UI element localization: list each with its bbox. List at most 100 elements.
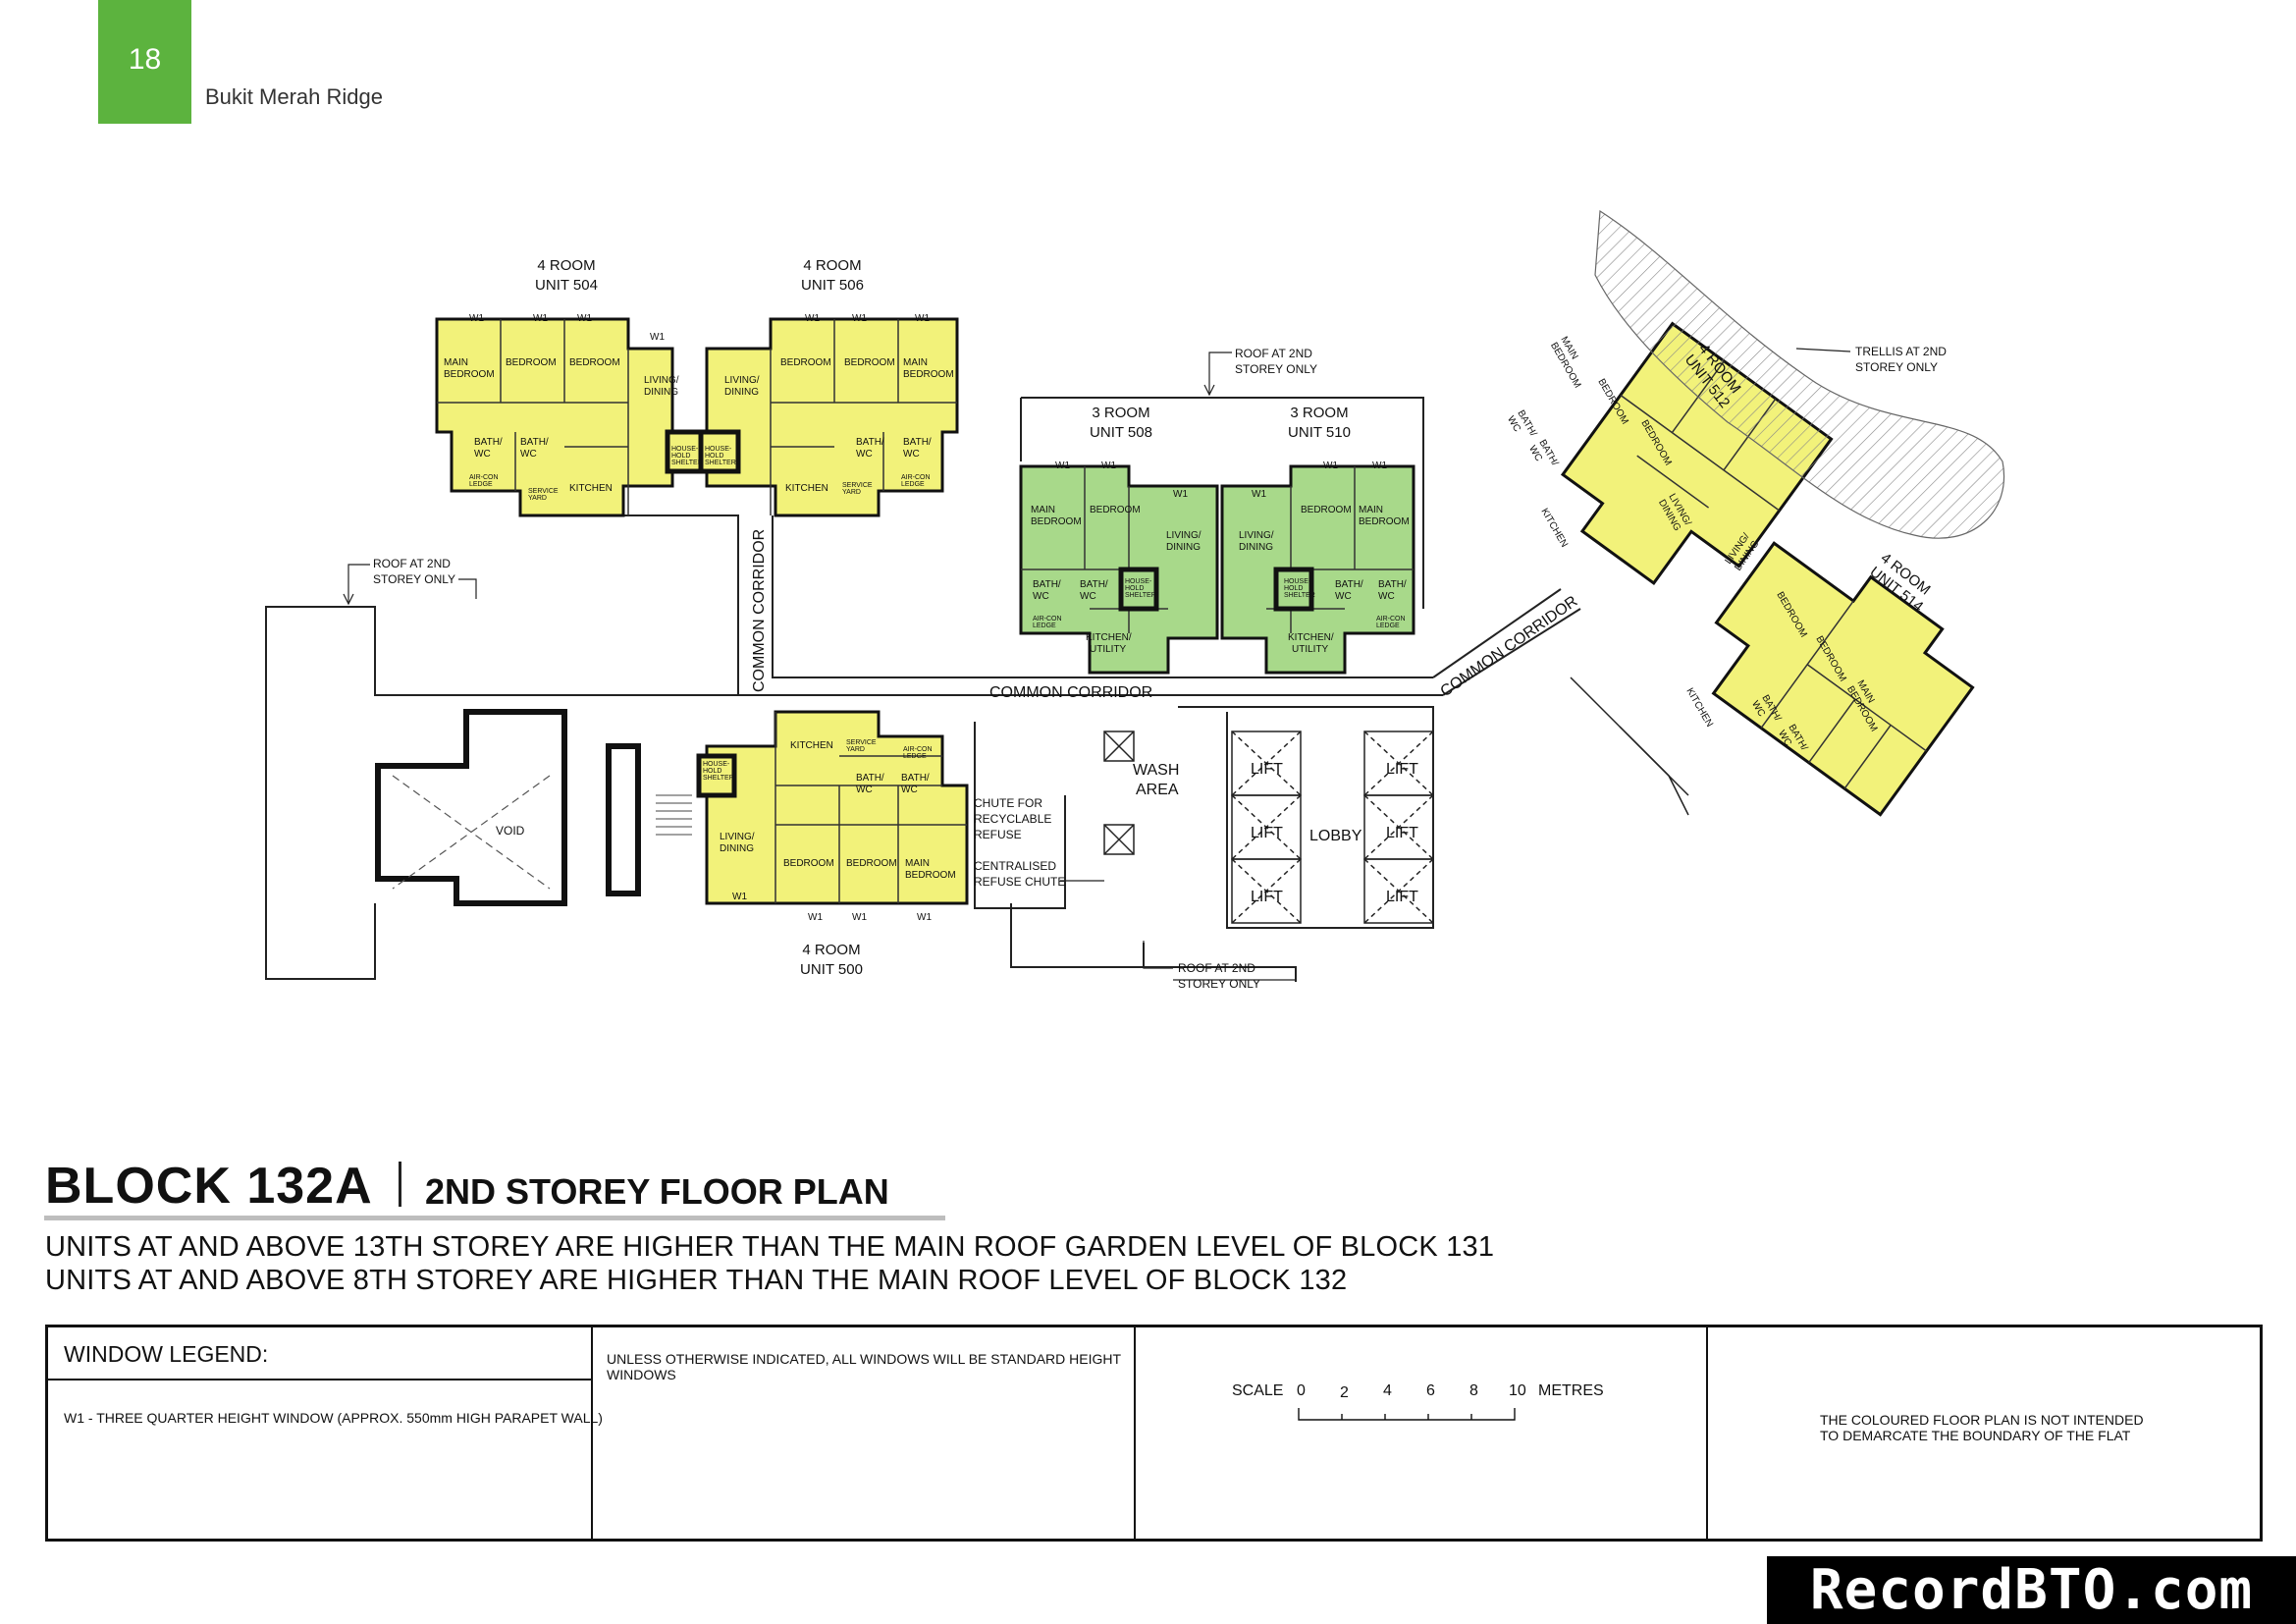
common-corridor-label: COMMON CORRIDOR <box>989 684 1152 701</box>
aircon-ledge-2: LEDGE <box>1376 623 1400 629</box>
unit-504 <box>435 317 674 517</box>
room-living: LIVING/ <box>720 832 755 842</box>
scale-bar <box>1298 1408 1516 1421</box>
aircon-ledge: AIR-CON <box>1033 616 1062 623</box>
room-main-bedroom-2: BEDROOM <box>444 369 495 380</box>
room-bath: BATH/ <box>903 437 932 448</box>
room-bath: BATH/ <box>520 437 549 448</box>
lift-label: LIFT <box>1251 825 1283 841</box>
unit-500-type: 4 ROOM <box>802 942 860 958</box>
room-bath: BATH/ <box>856 437 884 448</box>
room-kitchen-utility-2: UTILITY <box>1292 644 1329 655</box>
window-tag: W1 <box>469 313 484 324</box>
refuse-chute-note: CENTRALISED <box>974 859 1056 873</box>
room-living-2: DINING <box>1239 542 1273 553</box>
unit-510 <box>1220 464 1415 675</box>
household-shelter-2: HOLD <box>703 768 721 775</box>
scale-tick: 8 <box>1469 1382 1478 1399</box>
room-bath-2: WC <box>474 449 491 460</box>
legend-cell-scale: SCALE 0 2 4 6 8 10 METRES <box>1134 1327 1706 1539</box>
building-outline <box>265 397 1581 982</box>
void-area: VOID <box>375 709 692 906</box>
aircon-ledge-2: LEDGE <box>469 481 493 488</box>
room-living: LIVING/ <box>1239 530 1274 541</box>
window-tag: W1 <box>1055 460 1070 471</box>
lift-label: LIFT <box>1251 761 1283 778</box>
scale-tick: 6 <box>1426 1382 1435 1399</box>
room-living-2: DINING <box>720 843 754 854</box>
unit-508 <box>1019 464 1219 675</box>
room-kitchen: KITCHEN <box>1538 507 1569 550</box>
roof-note-2: STOREY ONLY <box>1178 977 1260 991</box>
room-bath: BATH/ <box>1033 579 1061 590</box>
roof-note-2: STOREY ONLY <box>373 572 455 586</box>
unit-500-number: UNIT 500 <box>800 961 863 978</box>
room-kitchen: KITCHEN <box>569 483 613 494</box>
room-bath: BATH/ <box>856 773 884 784</box>
household-shelter-3: SHELTER <box>671 460 703 466</box>
unit-508-type: 3 ROOM <box>1092 405 1149 421</box>
roof-note: ROOF AT 2ND <box>1178 961 1255 975</box>
room-kitchen: KITCHEN <box>1683 686 1714 730</box>
room-kitchen-utility: KITCHEN/ <box>1086 632 1132 643</box>
household-shelter-3: SHELTER <box>705 460 736 466</box>
room-bath: BATH/ <box>1378 579 1407 590</box>
storey-note: UNITS AT AND ABOVE 8TH STOREY ARE HIGHER… <box>45 1265 1348 1296</box>
legend-cell-standard: UNLESS OTHERWISE INDICATED, ALL WINDOWS … <box>591 1327 1134 1539</box>
service-yard-2: YARD <box>528 495 547 502</box>
chute-recycle-note-2: RECYCLABLE <box>974 812 1051 826</box>
room-living-2: DINING <box>724 387 759 398</box>
window-tag: W1 <box>533 313 548 324</box>
room-bath-2: WC <box>856 449 873 460</box>
legend-divider <box>48 1379 591 1380</box>
unit-506 <box>665 317 959 517</box>
room-bath: BATH/ <box>1080 579 1108 590</box>
room-living-2: DINING <box>1166 542 1201 553</box>
aircon-ledge: AIR-CON <box>901 474 931 481</box>
disclaimer-line: TO DEMARCATE THE BOUNDARY OF THE FLAT <box>1820 1428 2131 1443</box>
lift-label: LIFT <box>1386 825 1418 841</box>
unit-504-type: 4 ROOM <box>537 257 595 274</box>
scale-tick: 10 <box>1509 1382 1526 1399</box>
room-bath-2: WC <box>903 449 920 460</box>
room-bedroom: BEDROOM <box>846 858 897 869</box>
household-shelter-3: SHELTER <box>1125 592 1156 599</box>
storey-title: 2ND STOREY FLOOR PLAN <box>425 1171 889 1212</box>
room-bath-2: WC <box>1033 591 1049 602</box>
chute-recycle-note-3: REFUSE <box>974 828 1022 841</box>
aircon-ledge: AIR-CON <box>469 474 499 481</box>
room-bedroom: BEDROOM <box>569 357 620 368</box>
room-main-bedroom-2: BEDROOM <box>1031 516 1082 527</box>
unit-504-number: UNIT 504 <box>535 277 598 294</box>
window-tag: W1 <box>1101 460 1116 471</box>
household-shelter-2: HOLD <box>1284 585 1303 592</box>
room-bath-2: WC <box>856 785 873 795</box>
lobby-label: LOBBY <box>1309 828 1362 844</box>
scale-tick: 2 <box>1340 1384 1349 1401</box>
document-title: Bukit Merah Ridge <box>205 84 383 109</box>
room-main-bedroom-2: BEDROOM <box>903 369 954 380</box>
household-shelter: HOUSE- <box>1284 578 1311 585</box>
service-yard: SERVICE <box>842 482 873 489</box>
title-underline <box>44 1216 945 1220</box>
aircon-ledge: AIR-CON <box>1376 616 1406 623</box>
room-bedroom: BEDROOM <box>780 357 831 368</box>
window-tag: W1 <box>1323 460 1338 471</box>
unit-506-type: 4 ROOM <box>803 257 861 274</box>
roof-note: ROOF AT 2ND <box>1235 347 1312 360</box>
service-yard: SERVICE <box>528 488 559 495</box>
household-shelter-2: HOLD <box>671 453 690 460</box>
room-living-2: DINING <box>644 387 678 398</box>
lift-label: LIFT <box>1386 761 1418 778</box>
block-title: BLOCK 132A <box>45 1158 373 1215</box>
void-label: VOID <box>496 824 525 838</box>
aircon-ledge-2: LEDGE <box>1033 623 1056 629</box>
room-living: LIVING/ <box>1166 530 1201 541</box>
window-tag: W1 <box>577 313 592 324</box>
room-bath-2: WC <box>1080 591 1096 602</box>
room-main-bedroom: MAIN <box>903 357 928 368</box>
lift-label: LIFT <box>1251 889 1283 905</box>
room-bath: BATH/ <box>1335 579 1363 590</box>
page-number: 18 <box>128 43 162 76</box>
room-bath-2: WC <box>901 785 918 795</box>
